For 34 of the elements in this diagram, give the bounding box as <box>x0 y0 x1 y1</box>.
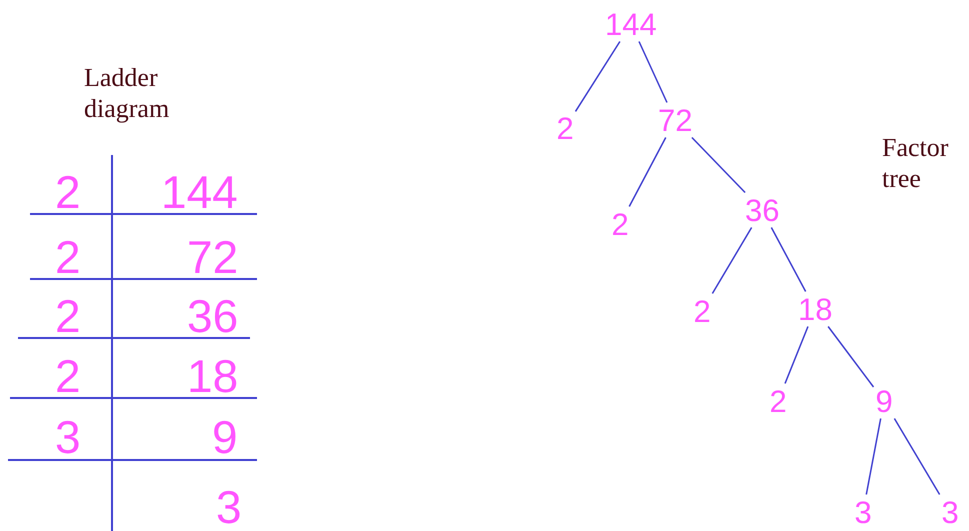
tree-branch <box>691 136 746 194</box>
tree-branch <box>784 326 809 384</box>
tree-branch <box>638 41 668 103</box>
tree-number: 2 <box>770 386 787 416</box>
ladder-number: 2 <box>55 293 81 339</box>
caption-text: Ladder diagram <box>84 62 170 124</box>
ladder-number: 2 <box>55 169 81 215</box>
ladder-number: 18 <box>187 353 238 399</box>
tree-number: 72 <box>658 104 692 136</box>
tree-branch <box>628 137 666 207</box>
tree-branch <box>770 227 806 292</box>
tree-branch <box>894 418 940 495</box>
tree-number: 3 <box>942 496 959 528</box>
tree-branch <box>574 41 621 112</box>
tree-branch <box>866 418 882 495</box>
tree-number: 9 <box>876 386 893 416</box>
tree-number: 3 <box>854 496 872 528</box>
caption-text: Factor tree <box>882 132 950 194</box>
ladder-number: 3 <box>55 414 81 460</box>
tree-number: 36 <box>745 194 780 226</box>
ladder-number: 72 <box>187 234 238 280</box>
ladder-number: 36 <box>187 293 238 339</box>
tree-number: 144 <box>605 8 657 40</box>
tree-number: 18 <box>798 294 832 324</box>
tree-branch <box>828 326 874 388</box>
ladder-number: 3 <box>216 484 242 530</box>
tree-number: 2 <box>612 208 629 240</box>
tree-branch <box>712 227 752 294</box>
tree-number: 2 <box>556 112 574 144</box>
ladder-number: 2 <box>55 353 81 399</box>
ladder-number: 144 <box>161 169 238 215</box>
ladder-number: 2 <box>55 234 81 280</box>
tree-number: 2 <box>694 296 711 326</box>
ladder-number: 9 <box>212 414 238 460</box>
